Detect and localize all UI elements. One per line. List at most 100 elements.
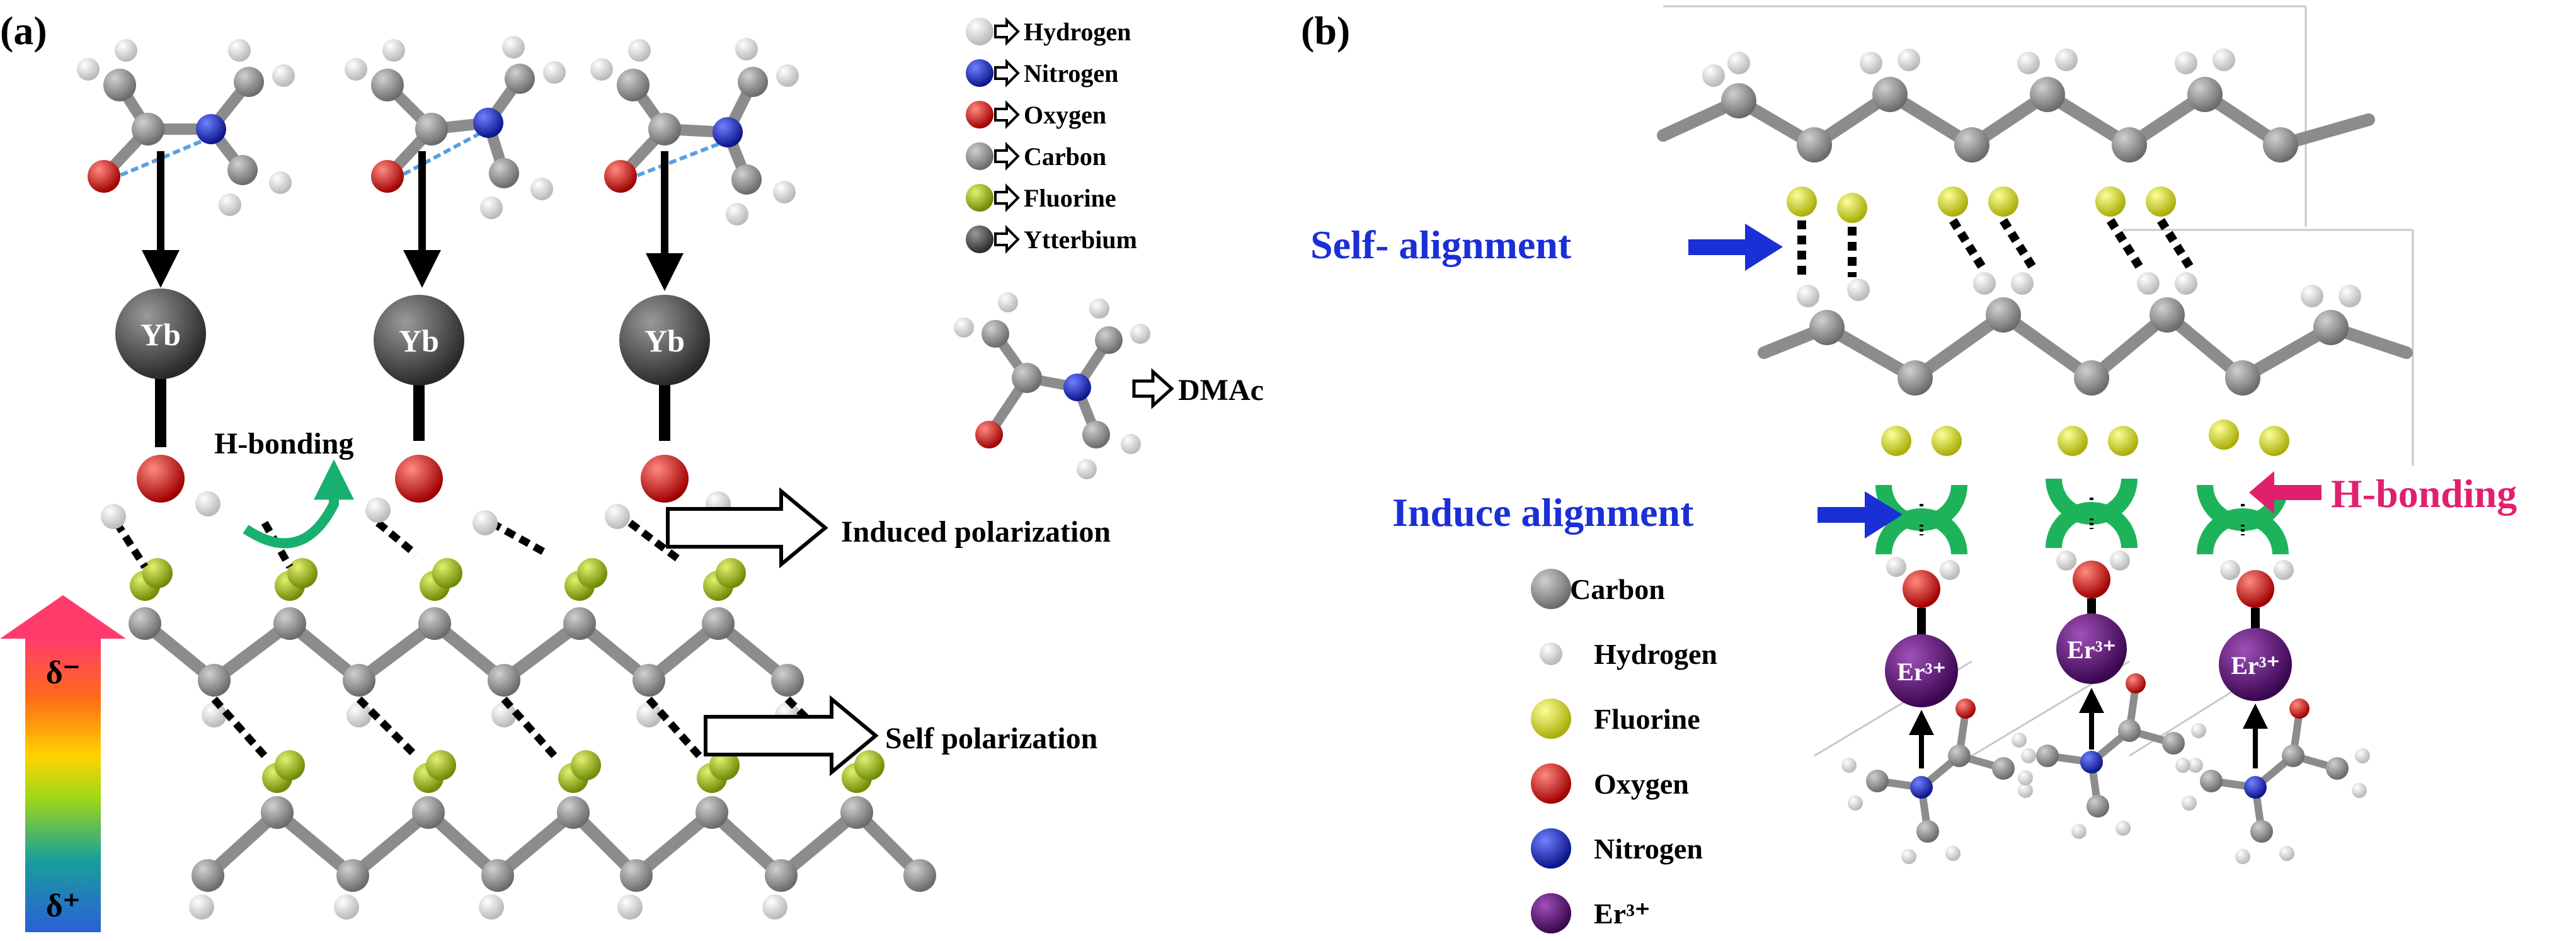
self-alignment-label: Self- alignment — [1310, 222, 1572, 267]
dmac-label: DMAc — [1178, 374, 1264, 407]
h-bonding-curved-arrow — [243, 459, 354, 549]
legend-b-item: Fluorine — [1531, 699, 1700, 739]
legend-a-item: Oxygen — [966, 100, 1106, 129]
h-bonding-label-a: H-bonding — [214, 427, 353, 460]
induced-polarization-label: Induced polarization — [841, 515, 1111, 549]
atom-hydrogen — [228, 39, 251, 62]
pvdf-chain-lower — [189, 750, 936, 920]
atom-hydrogen — [219, 193, 241, 216]
panel-a-label: (a) — [0, 8, 47, 53]
chain-upper-carbons — [129, 607, 804, 697]
atom-carbon — [1082, 421, 1110, 448]
yb-ion-label: Yb — [399, 323, 439, 358]
legend-a-label: Oxygen — [1024, 101, 1106, 129]
atom-oxygen — [88, 160, 120, 193]
induced-polarization-arrow — [666, 487, 828, 569]
dmac-bottom — [2175, 699, 2370, 864]
atom-hydrogen — [272, 64, 295, 87]
induce-alignment-arrow — [1818, 491, 1903, 539]
er-ion-label: Er³⁺ — [1897, 658, 1946, 686]
yb-ion — [619, 295, 710, 385]
atom-nitrogen — [473, 108, 503, 138]
atom-oxygen — [641, 455, 689, 503]
legend-a-label: Nitrogen — [1024, 59, 1118, 88]
atom-hydrogen — [115, 39, 137, 62]
pvdf-chain-middle — [1758, 272, 2413, 456]
atom-hydrogen — [269, 171, 292, 194]
legend-atom-icon — [1531, 893, 1571, 933]
legend-atom-icon — [1540, 642, 1562, 665]
atom-hydrogen — [1077, 459, 1097, 479]
legend-atom-icon — [1531, 828, 1571, 869]
atom-hydrogen — [365, 498, 391, 523]
atom-hydrogen — [776, 64, 799, 87]
atom-hydrogen — [530, 178, 553, 200]
pvdf-chain-upper — [129, 558, 804, 727]
atom-oxygen — [2236, 570, 2274, 608]
atom-carbon — [738, 67, 768, 97]
atom-hydrogen — [1130, 324, 1150, 344]
atom-oxygen — [2073, 561, 2110, 598]
polarization-gradient-arrow — [0, 595, 126, 932]
legend-a: HydrogenNitrogenOxygenCarbonFluorineYtte… — [966, 17, 1137, 254]
atom-hydrogen — [101, 504, 126, 529]
atom-hydrogen — [726, 203, 748, 225]
atom-hydrogen — [2220, 560, 2240, 580]
dmac-bottom — [1841, 699, 2036, 864]
yb-ion-label: Yb — [644, 323, 685, 358]
atom-hydrogen — [480, 197, 503, 219]
legend-a-label: Fluorine — [1024, 184, 1116, 212]
legend-atom-icon — [966, 225, 993, 253]
atom-carbon — [103, 69, 136, 101]
delta-minus-label: δ⁻ — [46, 655, 80, 691]
panel-a: (a) — [0, 8, 1264, 932]
atom-oxygen — [604, 160, 637, 193]
atom-oxygen — [975, 421, 1003, 448]
legend-a-item: Hydrogen — [966, 17, 1131, 46]
atom-hydrogen — [543, 61, 566, 84]
atom-nitrogen — [196, 114, 226, 144]
er-ion — [1885, 634, 1958, 707]
atom-hydrogen — [998, 292, 1018, 312]
legend-b-item: Er³⁺ — [1531, 893, 1650, 933]
atom-hydrogen — [345, 58, 367, 81]
legend-atom-icon — [1531, 569, 1571, 609]
panel-b: (b) — [1301, 5, 2517, 933]
legend-a-label: Carbon — [1024, 142, 1106, 171]
legend-atom-icon — [966, 184, 993, 212]
atom-nitrogen — [1063, 374, 1091, 401]
legend-atom-icon — [966, 142, 993, 170]
atom-hydrogen — [1886, 557, 1906, 577]
er-complex-3: Er³⁺ — [2175, 484, 2370, 864]
atom-hydrogen — [590, 58, 613, 81]
atom-hydrogen — [628, 39, 651, 62]
legend-arrow-icon — [994, 100, 1020, 129]
er-complex-2: Er³⁺ — [2012, 478, 2206, 839]
chain-upper-fluorines — [130, 558, 746, 601]
atom-hydrogen — [195, 491, 220, 516]
er-ion — [2219, 628, 2292, 701]
atom-nitrogen — [713, 117, 743, 147]
atom-carbon — [234, 67, 264, 97]
h-bonding-arrow-b — [2249, 471, 2321, 514]
atom-carbon — [489, 158, 519, 188]
self-polarization-label: Self polarization — [885, 722, 1097, 755]
legend-a-label: Hydrogen — [1024, 18, 1131, 46]
chain-lower-hydrogens — [189, 894, 787, 920]
er-ion-label: Er³⁺ — [2231, 651, 2280, 680]
atom-hydrogen — [77, 58, 100, 81]
panel-b-label: (b) — [1301, 8, 1350, 53]
pvdf-chain-top — [1657, 48, 2375, 223]
self-alignment-dashes — [1797, 218, 2196, 277]
self-polarization-arrow — [704, 695, 879, 777]
legend-b-label: Nitrogen — [1594, 833, 1703, 865]
legend-a-item: Nitrogen — [966, 59, 1118, 88]
atom-hydrogen — [2110, 550, 2130, 571]
legend-a-item: Ytterbium — [966, 225, 1137, 254]
atom-carbon — [415, 113, 448, 145]
atom-hydrogen — [472, 510, 498, 535]
atom-hydrogen — [382, 39, 405, 62]
legend-b-item: Oxygen — [1531, 763, 1689, 804]
atom-carbon — [617, 69, 650, 101]
